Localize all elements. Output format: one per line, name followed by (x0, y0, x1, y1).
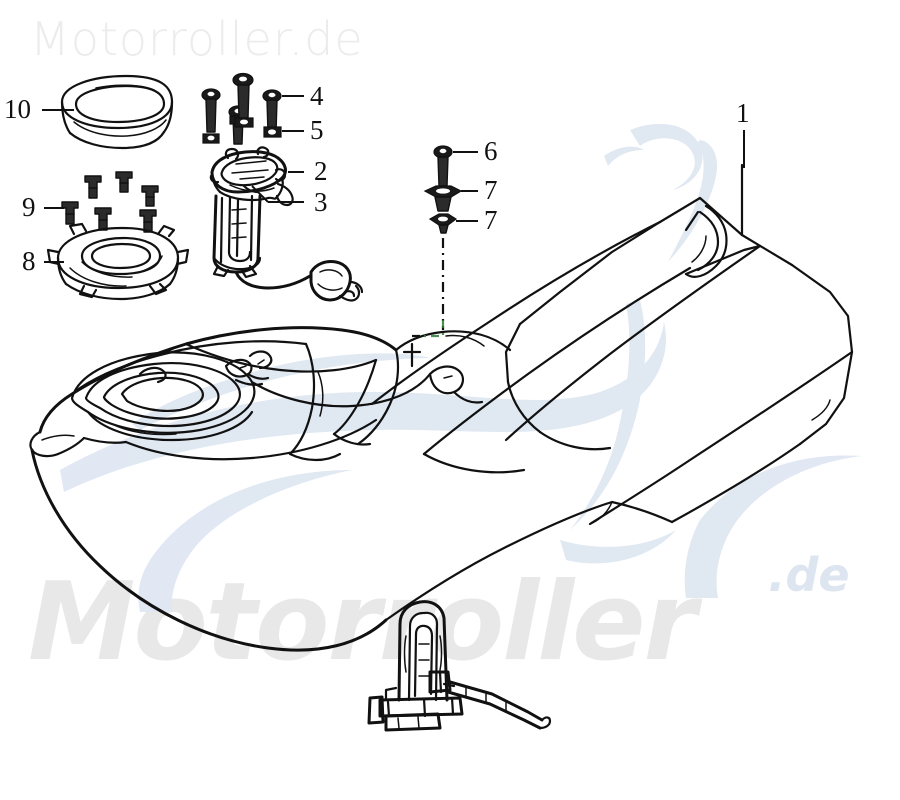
callout-5[interactable]: 5 (310, 115, 324, 145)
callout-7a[interactable]: 7 (484, 175, 498, 205)
part-pump-bolts (201, 72, 282, 145)
part-lock-ring-screws (61, 171, 159, 233)
part-lock-ring (46, 222, 190, 301)
assembly-axis-line (402, 238, 445, 368)
screw-a (84, 175, 102, 199)
callout-2[interactable]: 2 (314, 156, 328, 186)
part-tank-bolt-washers (423, 145, 463, 234)
part-seal-gasket (60, 74, 174, 150)
fuel-pump-connector (309, 260, 364, 302)
nut-item5 (263, 126, 282, 138)
callout-8[interactable]: 8 (22, 246, 36, 276)
callout-3[interactable]: 3 (314, 187, 328, 217)
screw-b (115, 171, 133, 193)
part-pump-top-plate (209, 146, 294, 207)
bolt-a (201, 88, 221, 144)
callout-7b[interactable]: 7 (484, 205, 498, 235)
callout-9[interactable]: 9 (22, 192, 36, 222)
watermark-bottom: Motorroller (28, 560, 697, 685)
callout-10[interactable]: 10 (4, 94, 31, 124)
bolt-d (262, 89, 282, 134)
callout-1[interactable]: 1 (736, 98, 750, 128)
callout-4[interactable]: 4 (310, 81, 324, 111)
screw-c (141, 185, 159, 207)
watermark-top: Motorroller.de (30, 12, 364, 66)
watermark-bottom-suffix: .de (768, 548, 850, 602)
part-pump-body (212, 194, 312, 290)
part-fuel-tank (29, 163, 854, 652)
callout-6[interactable]: 6 (484, 136, 498, 166)
screw-e (94, 207, 112, 231)
screw-d (61, 201, 79, 225)
detail-pump-assembly (367, 600, 552, 732)
bolt-c (232, 72, 254, 128)
leader-3 (251, 185, 304, 203)
